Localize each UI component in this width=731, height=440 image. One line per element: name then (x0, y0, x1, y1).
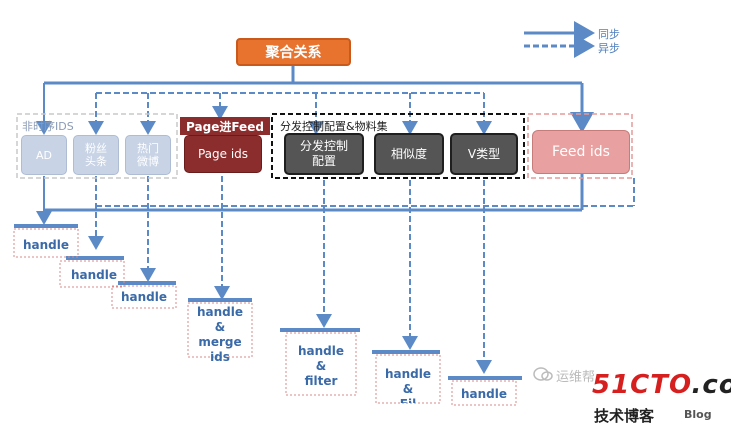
handle-last: handle (460, 387, 508, 401)
source-dist-control: 分发控制 配置 (284, 133, 364, 175)
watermark-logo: 51CTO.com (592, 370, 731, 400)
ids-group-title: 非时序IDS (22, 120, 74, 133)
dist-group-frame (271, 113, 525, 179)
wechat-icon (533, 366, 553, 382)
source-similarity: 相似度 (374, 133, 444, 175)
source-ad: AD (21, 135, 67, 175)
handle-fans: handle (70, 268, 118, 282)
legend-async-label: 异步 (598, 42, 620, 55)
source-page-ids: Page ids (184, 135, 262, 173)
handle-ad: handle (22, 238, 70, 252)
handle-filter: handle & filter (297, 344, 345, 388)
source-hot-weibo: 热门 微博 (125, 135, 171, 175)
legend-sync-label: 同步 (598, 28, 620, 41)
watermark-logo-tail: .com (691, 370, 731, 400)
handle-hot: handle (120, 290, 168, 304)
watermark-blog: Blog (684, 408, 712, 421)
source-feed-ids: Feed ids (532, 130, 630, 174)
feed-group-frame (527, 113, 633, 179)
dist-group-title: 分发控制配置&物料集 (280, 120, 388, 133)
source-fans-headline: 粉丝 头条 (73, 135, 119, 175)
handle-merge-ids: handle & merge ids (196, 305, 244, 364)
page-group-title: Page进Feed (180, 117, 270, 135)
watermark-chat: 运维帮 (556, 370, 596, 385)
ids-group-frame (16, 113, 178, 179)
root-node: 聚合关系 (236, 38, 351, 66)
watermark-subtitle: 技术博客 (594, 407, 655, 425)
handle-fil: handle & Fil (384, 367, 432, 403)
watermark-logo-main: 51CTO (592, 370, 692, 400)
source-vtype: V类型 (450, 133, 518, 175)
